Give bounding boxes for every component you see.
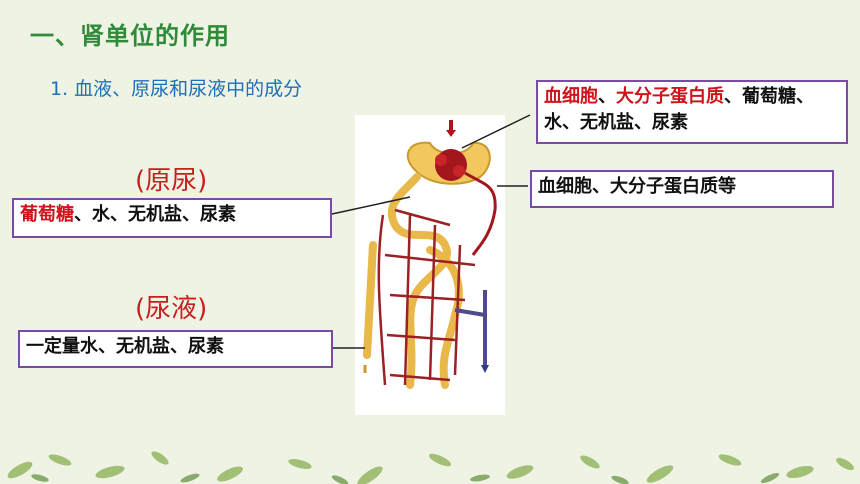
blood-composition-box: 血细胞、大分子蛋白质、葡萄糖、水、无机盐、尿素 [536,80,848,144]
blood-rest-text: 、葡萄糖、水、无机盐、尿素 [544,86,814,133]
primary-rest-text: 、水、无机盐、尿素 [74,204,236,225]
decorative-leaves [7,451,854,484]
renal-vein [454,290,487,365]
glucose-text: 葡萄糖 [20,204,74,225]
nephron-drawing [363,120,497,389]
final-urine-heading: (尿液) [135,294,208,324]
connector-primary-urine [331,196,411,215]
slide-title: 一、肾单位的作用 [30,22,230,50]
blood-cells-text: 血细胞 [544,86,598,107]
macro-protein-text: 大分子蛋白质 [616,86,724,107]
nephron-illustration [355,115,505,415]
filtered-out-text: 血细胞、大分子蛋白质等 [538,176,736,197]
final-urine-box: 一定量水、无机盐、尿素 [18,330,333,368]
outflow-arrow [481,365,489,373]
renal-tubule [387,173,451,389]
connector-blood [461,114,531,149]
collecting-duct [363,241,377,359]
primary-urine-heading: (原尿) [135,166,208,196]
slide-subtitle: 1. 血液、原尿和尿液中的成分 [50,78,303,100]
primary-urine-box: 葡萄糖、水、无机盐、尿素 [12,198,332,238]
filtered-out-box: 血细胞、大分子蛋白质等 [530,170,834,208]
final-urine-text: 一定量水、无机盐、尿素 [26,336,224,357]
